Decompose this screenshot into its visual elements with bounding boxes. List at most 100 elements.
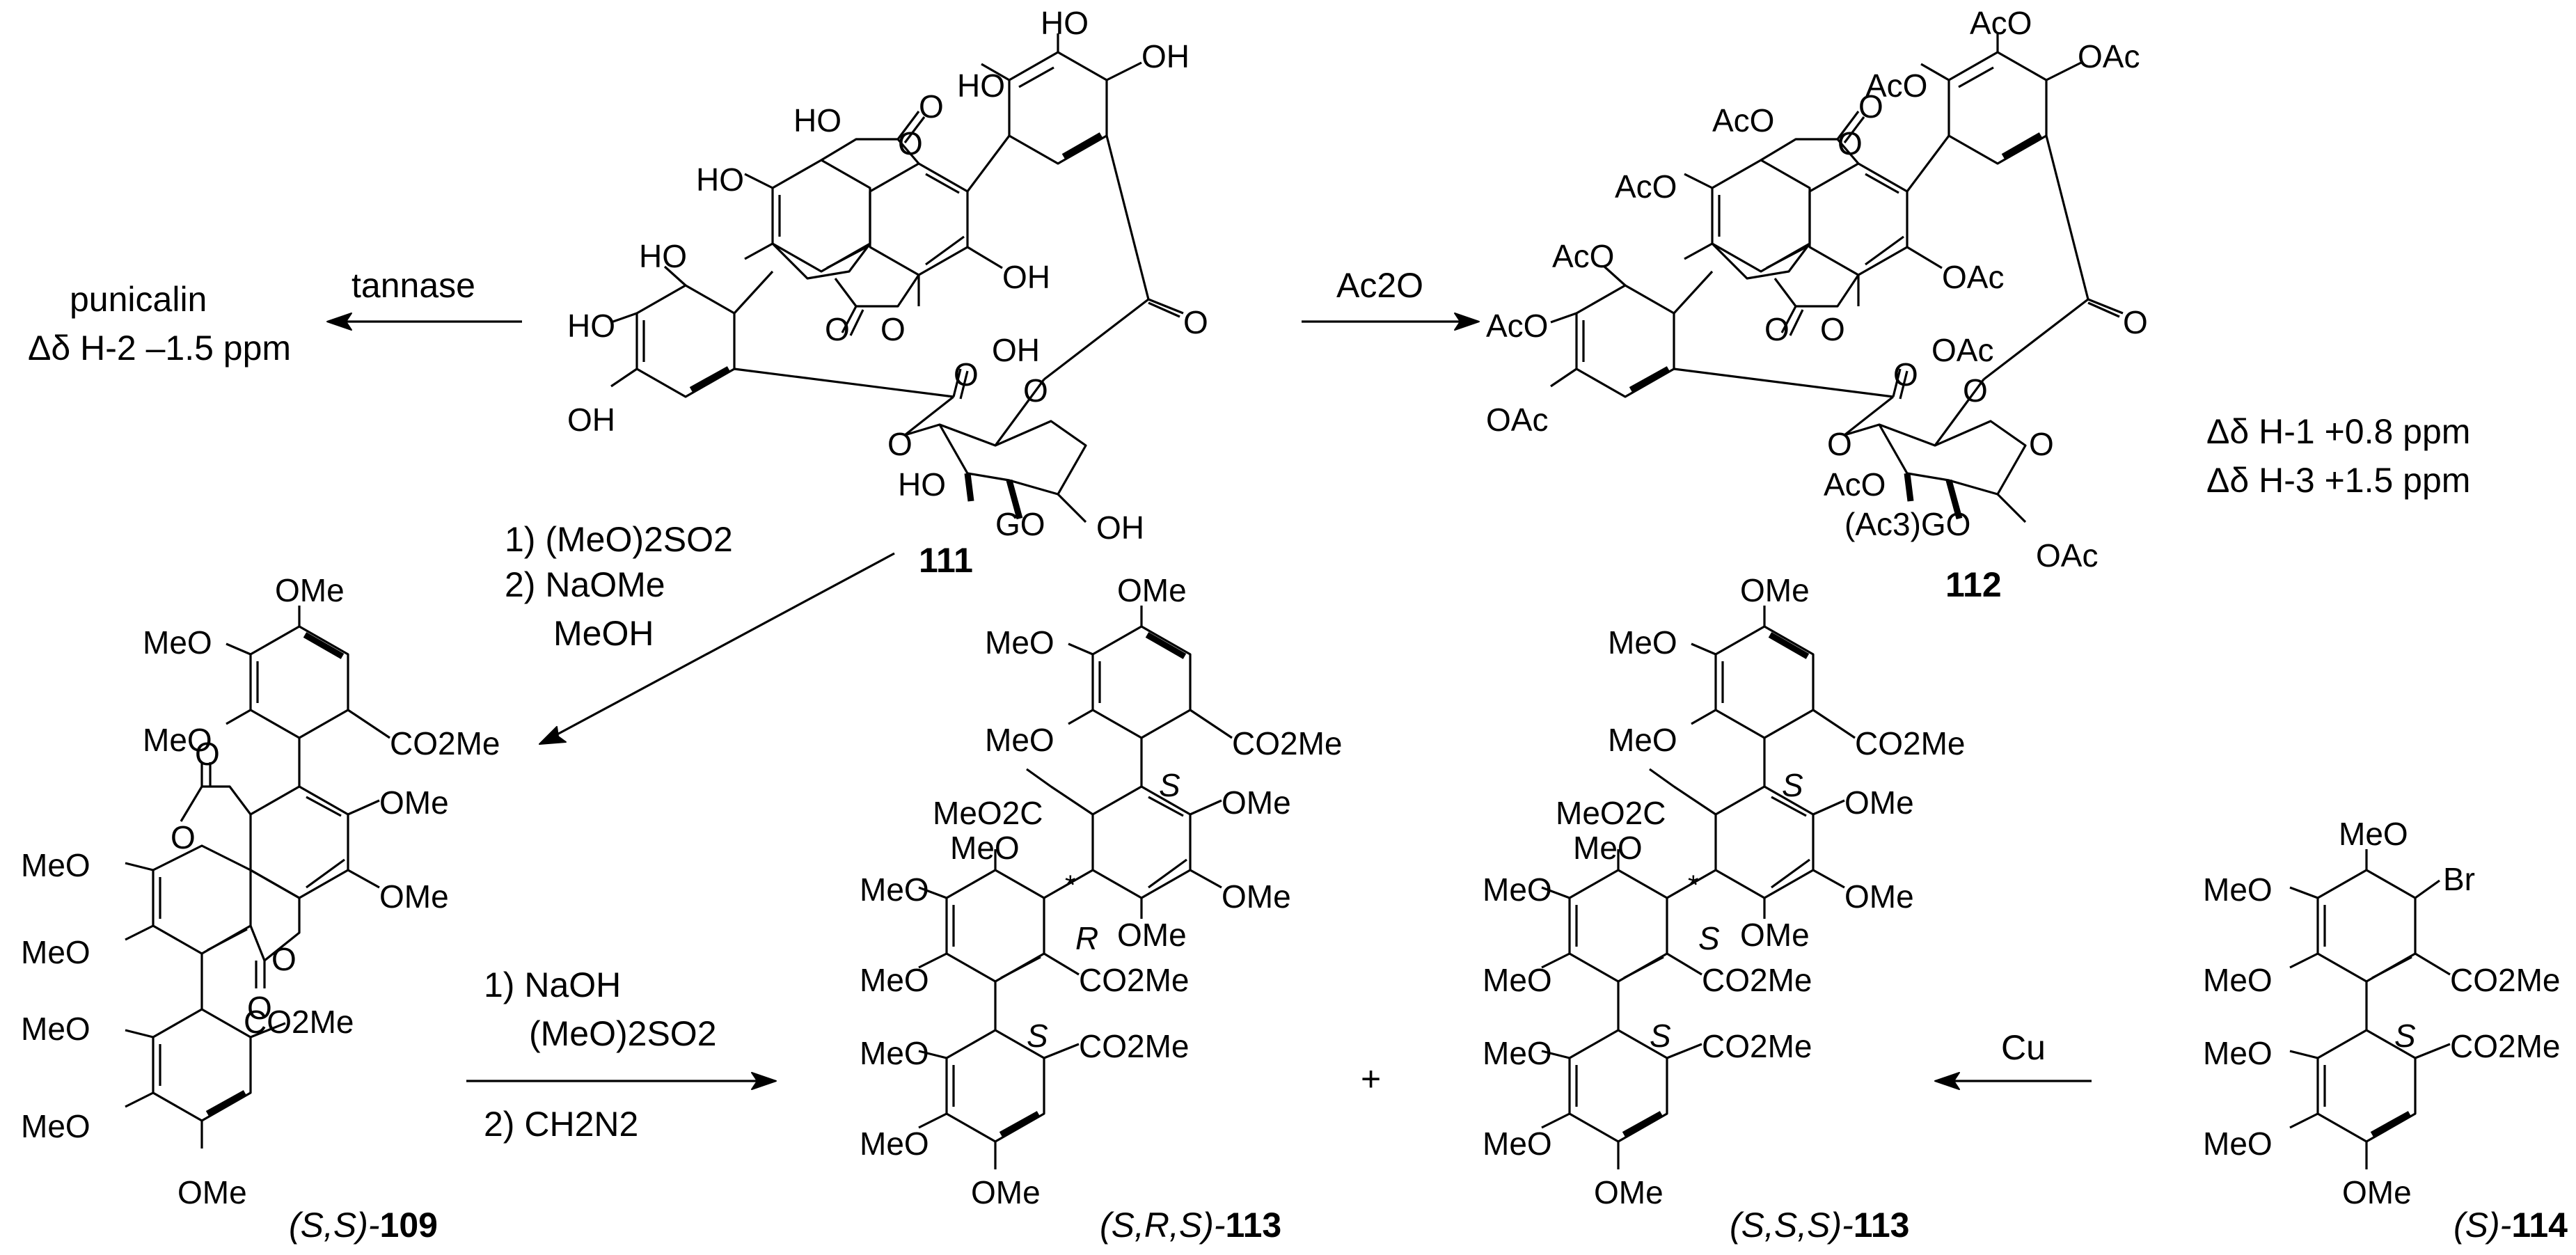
atom-label: MeO [1608,624,1677,661]
atom-label: O [919,88,944,125]
atom-label: O [247,990,272,1026]
atom-label: OAc [1931,332,1994,368]
atom-label: OH [992,332,1040,368]
stereo-descriptor: S [1782,767,1803,803]
condition-step-2: 2) CH2N2 [484,1105,639,1144]
reagent-tannase: tannase [351,266,475,305]
atom-label: CO2Me [390,725,500,761]
atom-label: AcO [1865,68,1928,104]
atom-label: O [1893,356,1918,393]
atom-label: OMe [2342,1174,2412,1210]
reagent-cu: Cu [2001,1028,2046,1067]
atom-label: MeO [1483,1126,1552,1162]
chirality-asterisk: * [1065,870,1076,901]
atom-label: OMe [1222,784,1291,821]
structure-112 [1550,33,2124,523]
stereo-descriptor: S [1698,920,1720,956]
structure-109 [125,606,390,1149]
atom-label: O [1023,372,1048,409]
atom-label: CO2Me [1855,725,1966,761]
atom-label: OAc [1486,402,1549,438]
nmr-shift-h1: Δδ H-1 +0.8 ppm [2206,412,2471,451]
atom-label: AcO [1712,102,1775,139]
atom-label: MeO [1483,871,1552,908]
stereo-descriptor: S [2394,1018,2416,1054]
atom-label: Br [2443,861,2475,897]
atom-label: MeO [985,624,1054,661]
atom-label: CO2Me [1232,725,1343,761]
atom-label: OMe [379,878,449,915]
arrow-cu [1934,1072,2092,1090]
atom-label: MeO [985,722,1054,758]
atom-label: O [825,311,850,347]
product-punicalin: punicalin [70,280,207,319]
structure-114 [2289,849,2451,1169]
atom-label: OMe [1222,878,1291,915]
atom-label: CO2Me [244,1004,354,1040]
atom-label: MeO [21,934,90,970]
condition-reagent: (MeO)2SO2 [529,1014,717,1053]
atom-label: HO [1041,5,1089,41]
atom-label: MeO [2203,871,2273,908]
atom-label: OMe [971,1174,1041,1210]
stereo-descriptor: S [1159,767,1180,803]
atom-label: OMe [1844,784,1914,821]
atom-label: O [2029,426,2054,462]
atom-label: AcO [1552,238,1615,274]
compound-label-112: 112 [1945,565,2002,604]
atom-label: MeO [21,1011,90,1047]
atom-label: AcO [1615,168,1677,205]
nmr-shift-h2: Δδ H-2 –1.5 ppm [28,329,292,368]
atom-label: O [2123,304,2148,340]
compound-label-113-SSS: (S,S,S)-113 [1730,1206,1910,1245]
atom-label: OAc [2036,537,2099,574]
atom-label: OH [1002,259,1050,295]
atom-label: HO [639,238,687,274]
atom-label: O [1183,304,1208,340]
atom-label: HO [957,68,1005,104]
atom-label: OH [1141,38,1190,74]
atom-label: O [954,356,979,393]
atom-label: O [1963,372,1988,409]
atom-label: MeO [860,871,929,908]
compound-label-113-SRS: (S,R,S)-113 [1100,1206,1282,1245]
atom-label: OMe [275,572,345,608]
atom-label: O [887,426,912,462]
chirality-asterisk: * [1688,870,1699,901]
plus-sign: + [1361,1059,1382,1098]
atom-label: CO2Me [1702,1028,1812,1064]
atom-label: GO [995,506,1045,542]
atom-label: MeO [21,1108,90,1144]
atom-label: HO [696,161,744,198]
arrow-tannase [326,313,522,331]
atom-label: OMe [1740,917,1810,953]
atom-label: OMe [177,1174,247,1210]
atom-label: MeO [143,722,212,758]
atom-label: OMe [1117,572,1187,608]
atom-label: MeO [2203,1035,2273,1071]
condition-solvent: MeOH [553,614,654,653]
atom-label: OMe [1740,572,1810,608]
atom-label: OMe [379,784,449,821]
atom-label: MeO [2203,1126,2273,1162]
atom-label: HO [898,466,946,503]
atom-label: CO2Me [2450,1028,2561,1064]
atom-label: O [880,311,906,347]
atom-label: O [1858,88,1883,125]
atom-label: CO2Me [1079,1028,1190,1064]
atom-label: O [1764,311,1789,347]
stereo-descriptor: S [1650,1018,1671,1054]
atom-label: AcO [1824,466,1886,503]
atom-label: MeO [143,624,212,661]
atom-label: CO2Me [2450,962,2561,998]
atom-label: O [1827,426,1852,462]
atom-label: MeO [860,1126,929,1162]
atom-label: OH [567,402,615,438]
atom-label: O [1838,125,1863,161]
atom-label: O [195,736,220,772]
reagent-ac2o: Ac2O [1336,266,1424,305]
atom-label: CO2Me [1702,962,1812,998]
atom-label: MeO [1573,830,1643,866]
structure-111 [610,33,1184,523]
compound-label-111: 111 [919,541,973,580]
